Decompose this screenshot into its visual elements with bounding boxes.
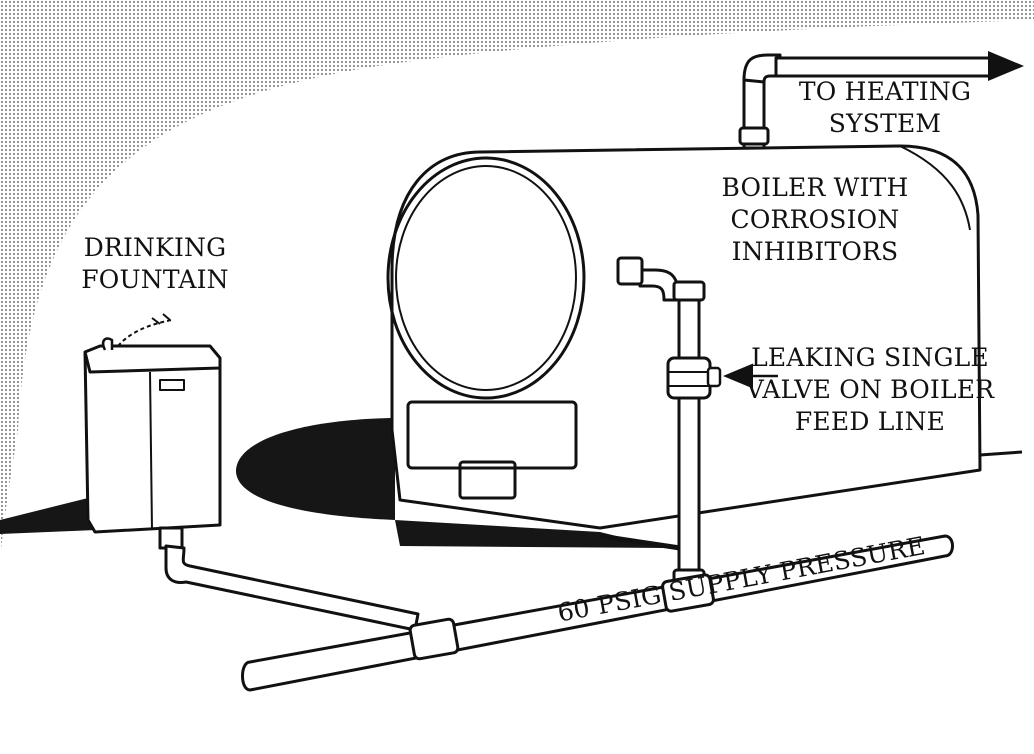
supply-piping <box>164 534 954 692</box>
boiler-label-line: CORROSION <box>730 205 900 234</box>
boiler-label-line: INHIBITORS <box>731 237 899 266</box>
valve-label-line: FEED LINE <box>794 407 946 436</box>
heating-outlet-pipe <box>738 51 1024 150</box>
valve-label-line: VALVE ON BOILER <box>745 375 995 404</box>
boiler-feed-line <box>599 256 722 592</box>
leaking-valve <box>666 356 722 400</box>
boiler-end-cap <box>386 156 586 400</box>
fountain-label-line: DRINKING <box>83 233 227 262</box>
heating-label-line: SYSTEM <box>828 109 942 138</box>
boiler-label-line: BOILER WITH <box>721 173 909 202</box>
valve-label: LEAKING SINGLE VALVE ON BOILER FEED LINE <box>725 342 1015 438</box>
drinking-fountain <box>83 313 222 550</box>
boiler-access-panel <box>406 400 578 470</box>
valve-label-line: LEAKING SINGLE <box>751 343 989 372</box>
heating-system-label: TO HEATING SYSTEM <box>770 76 1000 140</box>
boiler-nameplate <box>458 460 517 500</box>
fountain-label-line: FOUNTAIN <box>81 265 229 294</box>
floor-shadows <box>0 418 665 548</box>
boiler-label: BOILER WITH CORROSION INHIBITORS <box>700 172 930 268</box>
fountain-label: DRINKING FOUNTAIN <box>55 232 255 296</box>
heating-label-line: TO HEATING <box>798 77 972 106</box>
